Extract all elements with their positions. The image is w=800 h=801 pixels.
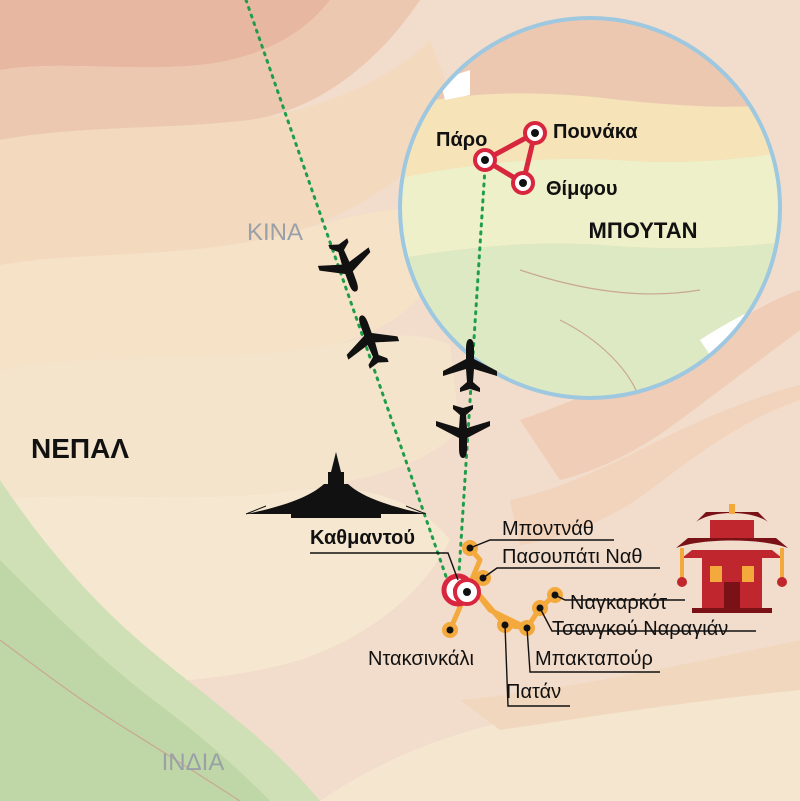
region-label-nepal: ΝΕΠΑΛ: [31, 433, 129, 464]
city-label-boudhanath: Μποντνάθ: [502, 518, 594, 540]
city-label-kathmandu: Καθμαντού: [310, 527, 415, 549]
leader-lines: [310, 539, 756, 707]
pagoda-temple-icon: [676, 504, 788, 613]
kathmandu-marker[interactable]: [441, 573, 481, 607]
city-label-dakshinkali: Ντακσινκάλι: [368, 648, 474, 670]
city-label-punakha: Πουνάκα: [553, 121, 638, 143]
region-label-bhutan: ΜΠΟΥΤΑΝ: [589, 218, 698, 243]
city-label-paro: Πάρο: [436, 129, 487, 151]
city-label-patan: Πατάν: [506, 681, 561, 703]
city-label-changu-narayan: Τσανγκού Ναραγιάν: [552, 618, 728, 640]
region-label-china: ΚΙΝΑ: [247, 219, 303, 246]
city-label-bhaktapur: Μπακταπούρ: [535, 648, 653, 670]
city-label-pashupatinath: Πασουπάτι Ναθ: [502, 546, 643, 568]
stupa-icon: [245, 452, 427, 518]
bhutan-route: [473, 121, 547, 195]
city-label-thimphu: Θίμφου: [546, 178, 618, 200]
region-label-india: ΙΝΔΙΑ: [162, 749, 225, 776]
city-label-nagarkot: Ναγκαρκότ: [570, 592, 667, 614]
